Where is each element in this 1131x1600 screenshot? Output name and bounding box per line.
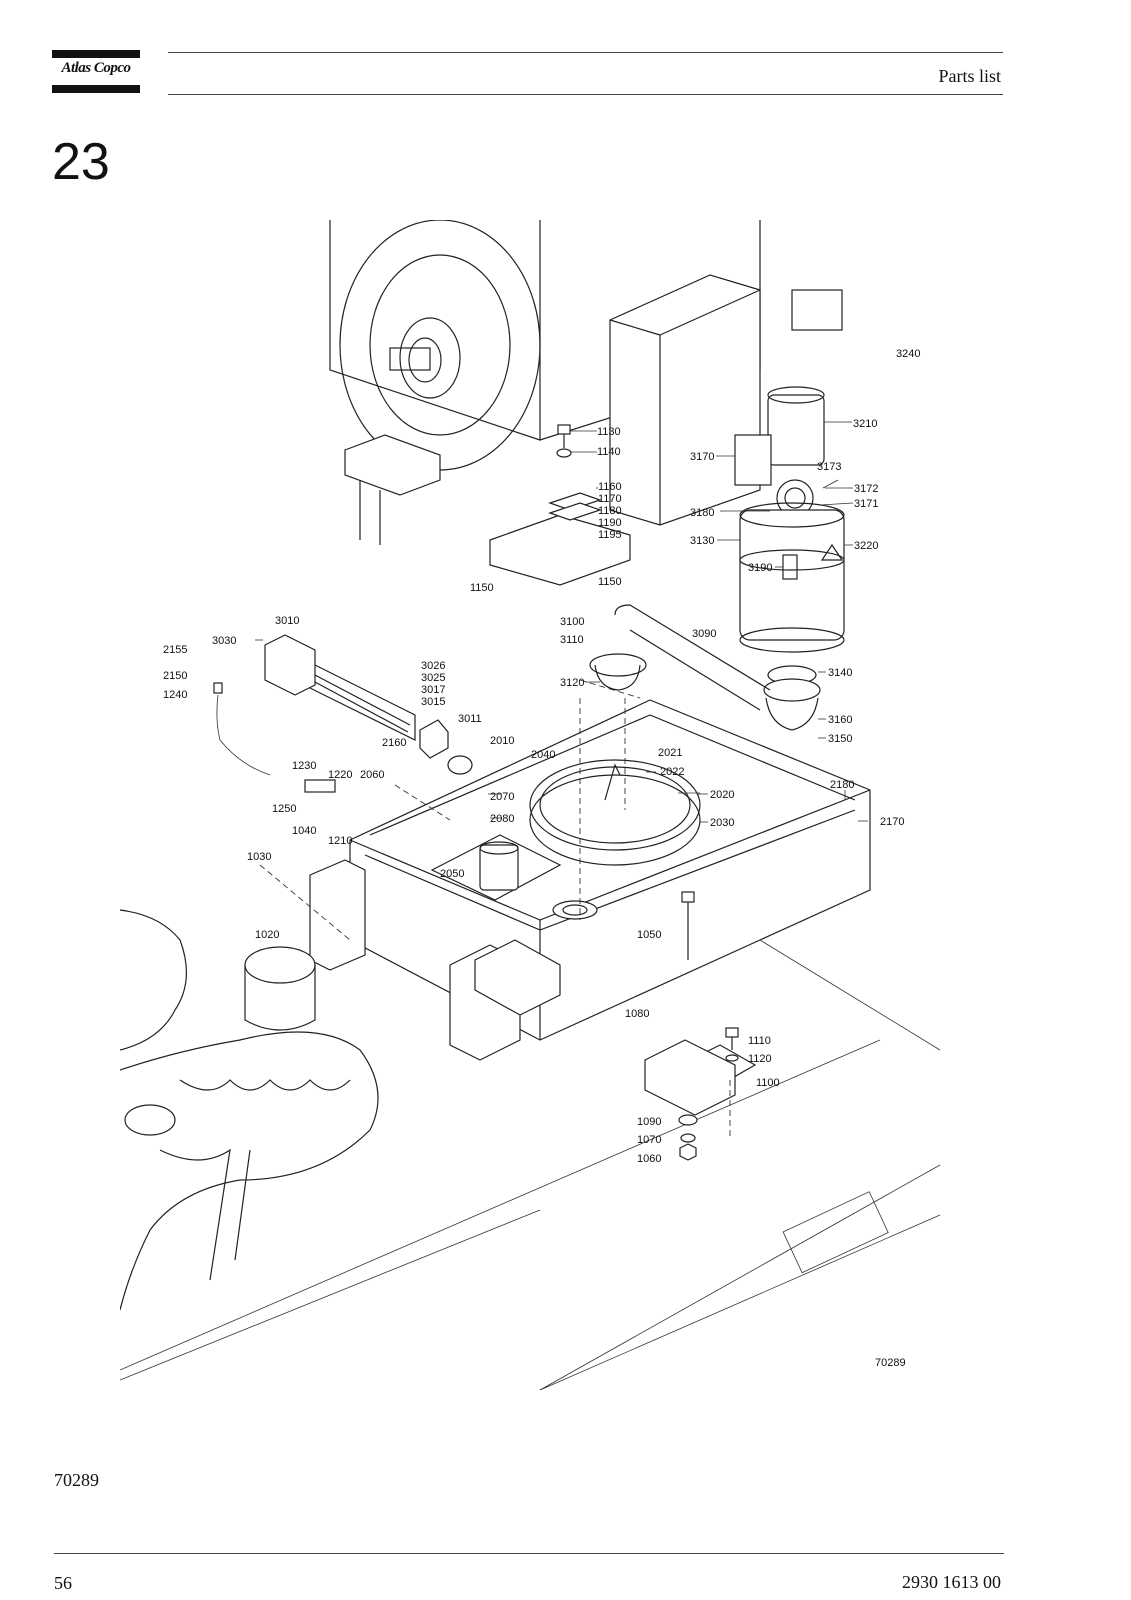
page-number: 56 bbox=[54, 1573, 72, 1593]
callout-1030: 1030 bbox=[247, 851, 271, 863]
callout-1150-left: 1150 bbox=[470, 582, 494, 594]
terminal-box bbox=[609, 274, 843, 526]
section-number: 23 bbox=[52, 133, 110, 191]
callout-2020: 2020 bbox=[710, 789, 734, 801]
callout-3173: 3173 bbox=[817, 461, 841, 473]
callout-1240: 1240 bbox=[163, 689, 187, 701]
callout-1080: 1080 bbox=[625, 1008, 649, 1020]
callout-2022: 2022 bbox=[660, 766, 684, 778]
callout-2150: 2150 bbox=[163, 670, 187, 682]
atlas-copco-logo: Atlas Copco bbox=[52, 50, 140, 94]
callout-3190: 3190 bbox=[748, 562, 772, 574]
callout-1220: 1220 bbox=[328, 769, 352, 781]
callout-1250: 1250 bbox=[272, 803, 296, 815]
callout-3026: 3026 bbox=[421, 660, 445, 672]
callout-3025: 3025 bbox=[421, 672, 445, 684]
callout-1120: 1120 bbox=[748, 1053, 772, 1065]
callout-1060: 1060 bbox=[637, 1153, 661, 1165]
callout-2180: 2180 bbox=[830, 779, 854, 791]
fasteners-1060 bbox=[678, 1027, 739, 1161]
callout-2060: 2060 bbox=[360, 769, 384, 781]
callout-1090: 1090 bbox=[637, 1116, 661, 1128]
shims-1160 bbox=[548, 492, 602, 521]
callout-3090: 3090 bbox=[692, 628, 716, 640]
callout-3100: 3100 bbox=[560, 616, 584, 628]
callout-3030: 3030 bbox=[212, 635, 236, 647]
callout-1020: 1020 bbox=[255, 929, 279, 941]
callout-3172: 3172 bbox=[854, 483, 878, 495]
callout-labels: 3240 1130 1140 3210 3170 3173 3172 3171 … bbox=[163, 348, 920, 1369]
callout-1210: 1210 bbox=[328, 835, 352, 847]
callout-3150: 3150 bbox=[828, 733, 852, 745]
callout-2155: 2155 bbox=[163, 644, 187, 656]
callout-1160: 1160 bbox=[598, 481, 622, 493]
bolt-1050 bbox=[681, 891, 695, 960]
callout-3010: 3010 bbox=[275, 615, 299, 627]
callout-2050: 2050 bbox=[440, 868, 464, 880]
callout-1190: 1190 bbox=[598, 517, 622, 529]
callout-1100: 1100 bbox=[756, 1077, 780, 1089]
callout-3210: 3210 bbox=[853, 418, 877, 430]
callout-1230: 1230 bbox=[292, 760, 316, 772]
callout-2070: 2070 bbox=[490, 791, 514, 803]
callout-2170: 2170 bbox=[880, 816, 904, 828]
callout-leaders bbox=[255, 421, 868, 823]
header-rule-top bbox=[168, 52, 1003, 53]
callout-3180: 3180 bbox=[690, 507, 714, 519]
callout-1170: 1170 bbox=[598, 493, 622, 505]
compressor-element bbox=[120, 909, 379, 1311]
callout-1050: 1050 bbox=[637, 929, 661, 941]
hose-1240 bbox=[213, 682, 336, 793]
exploded-parts-drawing: 3240 1130 1140 3210 3170 3173 3172 3171 … bbox=[120, 220, 941, 1391]
callout-2040: 2040 bbox=[531, 749, 555, 761]
callout-3140: 3140 bbox=[828, 667, 852, 679]
header-section-title: Parts list bbox=[938, 66, 1001, 86]
pipe-3090 bbox=[589, 604, 771, 711]
callout-3017: 3017 bbox=[421, 684, 445, 696]
tank-brackets bbox=[309, 859, 757, 1116]
callout-1110: 1110 bbox=[748, 1035, 771, 1047]
figure-reference: 70289 bbox=[54, 1470, 99, 1490]
callout-2160: 2160 bbox=[382, 737, 406, 749]
callout-3120: 3120 bbox=[560, 677, 584, 689]
motor-3210 bbox=[734, 386, 825, 517]
callout-3220: 3220 bbox=[854, 540, 878, 552]
callout-3171: 3171 bbox=[854, 498, 878, 510]
callout-1040: 1040 bbox=[292, 825, 316, 837]
callout-1130: 1130 bbox=[597, 426, 621, 438]
motor-support bbox=[344, 434, 631, 586]
callout-2080: 2080 bbox=[490, 813, 514, 825]
callout-3160: 3160 bbox=[828, 714, 852, 726]
drawing-number-label: 70289 bbox=[875, 1357, 906, 1369]
callout-3015: 3015 bbox=[421, 696, 445, 708]
callout-1195: 1195 bbox=[598, 529, 622, 541]
callout-1140: 1140 bbox=[597, 446, 621, 458]
callout-1070: 1070 bbox=[637, 1134, 661, 1146]
callout-3011: 3011 bbox=[458, 713, 482, 725]
brand-wordmark: Atlas Copco bbox=[61, 60, 131, 76]
callout-2030: 2030 bbox=[710, 817, 734, 829]
footer-rule bbox=[54, 1553, 1004, 1554]
filter-3130 bbox=[739, 502, 845, 653]
flange-3140 bbox=[763, 665, 821, 731]
callout-1180: 1180 bbox=[598, 505, 622, 517]
callout-3110: 3110 bbox=[560, 634, 584, 646]
base-frame bbox=[120, 939, 941, 1391]
header-rule-bottom bbox=[168, 94, 1003, 95]
callout-3170: 3170 bbox=[690, 451, 714, 463]
callout-1150-right: 1150 bbox=[598, 576, 622, 588]
filter-2050 bbox=[430, 834, 562, 901]
bolt-1130 bbox=[556, 424, 572, 458]
document-number: 2930 1613 00 bbox=[902, 1572, 1001, 1592]
callout-2010: 2010 bbox=[490, 735, 514, 747]
callout-3240: 3240 bbox=[896, 348, 920, 360]
heater-3010 bbox=[264, 634, 473, 775]
callout-2021: 2021 bbox=[658, 747, 682, 759]
callout-3130: 3130 bbox=[690, 535, 714, 547]
